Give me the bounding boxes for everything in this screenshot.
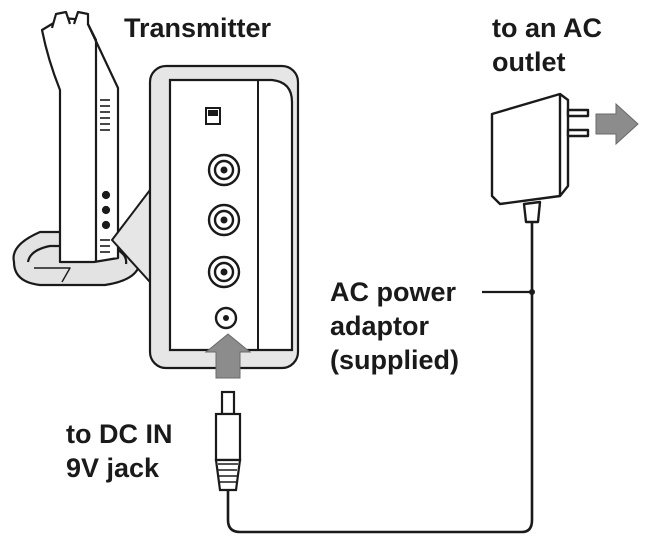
rca-jack-icon (207, 255, 241, 289)
jack-label-line1: to DC IN (66, 419, 173, 449)
transmitter-label: Transmitter (124, 13, 272, 43)
power-cable (226, 222, 534, 534)
rca-jack-icon (207, 203, 241, 237)
rear-panel-closeup (148, 64, 300, 370)
outlet-arrow-icon (595, 102, 639, 146)
transmitter-icon (12, 10, 142, 287)
outlet-label-line2: outlet (492, 47, 566, 77)
ac-adaptor-icon (490, 92, 590, 224)
insert-arrow-icon (204, 333, 252, 379)
adaptor-label-line2: adaptor (330, 311, 430, 341)
dc-plug-icon (214, 390, 242, 492)
outlet-label-line1: to an AC (492, 13, 602, 43)
rca-jack-icon (207, 153, 241, 187)
adaptor-label-line1: AC power (330, 277, 457, 307)
dc-in-jack-icon (214, 306, 238, 330)
adaptor-label-line3: (supplied) (330, 345, 459, 375)
switch-icon (205, 107, 221, 125)
jack-label-line2: 9V jack (66, 453, 160, 483)
